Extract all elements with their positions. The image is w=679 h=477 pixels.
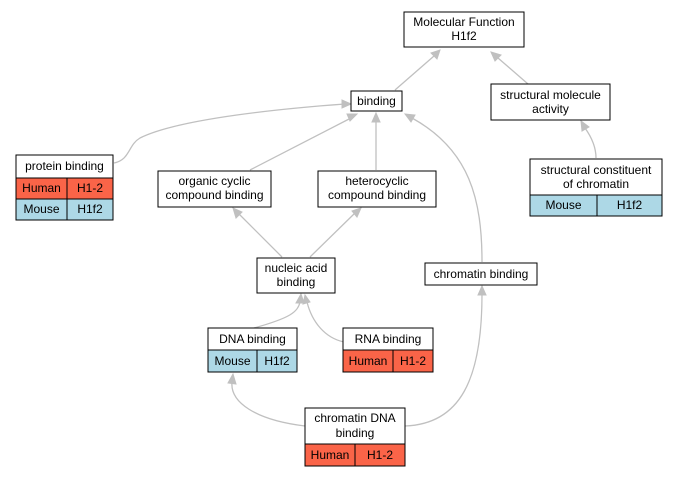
edge-chromatin-dna-to-chromatin-binding xyxy=(404,293,483,427)
arrowhead xyxy=(490,51,502,62)
arrowhead xyxy=(580,119,590,132)
arrowhead xyxy=(477,284,487,296)
edge-binding-to-molecular-function xyxy=(394,55,435,91)
arrowhead xyxy=(227,372,237,385)
edge-structural-constituent-to-activity xyxy=(584,127,597,159)
arrowhead xyxy=(351,207,362,218)
gene-label: H1f2 xyxy=(617,198,643,212)
species-label: Mouse xyxy=(214,354,250,368)
species-label: Mouse xyxy=(545,198,581,212)
node-label: DNA binding xyxy=(219,332,286,346)
species-label: Mouse xyxy=(23,202,59,216)
node-label: binding xyxy=(277,275,316,289)
node-label: structural constituent xyxy=(541,163,652,177)
gene-label: H1-2 xyxy=(367,448,393,462)
node-heterocyclic-compound-binding[interactable]: heterocyclic compound binding xyxy=(317,170,437,208)
node-label: protein binding xyxy=(25,159,104,173)
node-label: chromatin binding xyxy=(434,267,529,281)
edge-structural-activity-to-molecular-function xyxy=(497,57,529,85)
node-label: Molecular Function xyxy=(413,15,514,29)
node-rna-binding[interactable]: RNA binding Human H1-2 xyxy=(342,327,434,373)
species-label: Human xyxy=(22,181,61,195)
species-label: Human xyxy=(349,354,388,368)
arrowhead xyxy=(403,113,416,123)
node-label: of chromatin xyxy=(563,177,629,191)
node-label: H1f2 xyxy=(451,29,477,43)
gene-label: H1-2 xyxy=(400,354,426,368)
gene-label: H1f2 xyxy=(77,202,103,216)
edge-protein-binding-to-binding xyxy=(113,103,346,164)
node-dna-binding[interactable]: DNA binding Mouse H1f2 xyxy=(207,327,298,373)
edge-organic-cyclic-to-binding xyxy=(249,117,352,171)
gene-cell-mouse xyxy=(66,198,114,221)
arrowhead xyxy=(346,113,359,122)
arrowhead xyxy=(371,111,381,123)
arrowhead xyxy=(232,207,243,219)
node-label: organic cyclic xyxy=(178,174,250,188)
node-organic-cyclic-compound-binding[interactable]: organic cyclic compound binding xyxy=(157,170,272,208)
gene-label: H1-2 xyxy=(77,181,103,195)
arrowhead xyxy=(430,49,441,60)
node-nucleic-acid-binding[interactable]: nucleic acid binding xyxy=(256,257,336,294)
edges xyxy=(113,49,597,427)
edge-chromatin-binding-to-binding xyxy=(411,117,483,263)
gene-label: H1f2 xyxy=(264,354,290,368)
node-label: RNA binding xyxy=(355,332,422,346)
node-label: chromatin DNA xyxy=(314,411,395,425)
gene-cell-human xyxy=(392,349,434,373)
node-label: heterocyclic xyxy=(345,174,408,188)
node-label: binding xyxy=(336,426,375,440)
edge-dna-binding-to-nucleic-acid xyxy=(253,301,301,329)
node-protein-binding[interactable]: protein binding Human H1-2 Mouse H1f2 xyxy=(15,154,114,221)
edge-nucleic-acid-to-organic-cyclic xyxy=(237,212,283,258)
node-label: compound binding xyxy=(165,188,263,202)
node-label: nucleic acid xyxy=(265,261,328,275)
node-molecular-function[interactable]: Molecular Function H1f2 xyxy=(403,11,525,48)
node-structural-constituent-of-chromatin[interactable]: structural constituent of chromatin Mous… xyxy=(529,158,663,217)
node-binding[interactable]: binding xyxy=(350,90,403,112)
node-label: structural molecule xyxy=(500,88,601,102)
node-label: compound binding xyxy=(328,188,426,202)
arrowhead xyxy=(341,99,353,109)
node-label: activity xyxy=(532,102,569,116)
arrowhead xyxy=(302,293,311,305)
node-label: binding xyxy=(357,94,396,108)
node-structural-molecule-activity[interactable]: structural molecule activity xyxy=(490,83,611,121)
edge-rna-binding-to-nucleic-acid xyxy=(306,301,345,343)
edge-nucleic-acid-to-heterocyclic xyxy=(309,212,356,258)
species-label: Human xyxy=(311,448,350,462)
gene-cell-mouse xyxy=(256,349,298,373)
arrowhead xyxy=(295,292,305,304)
node-chromatin-dna-binding[interactable]: chromatin DNA binding Human H1-2 xyxy=(304,407,406,467)
gene-cell-human xyxy=(354,443,406,467)
gene-cell-mouse xyxy=(596,194,663,217)
node-chromatin-binding[interactable]: chromatin binding xyxy=(424,262,538,286)
edge-chromatin-dna-to-dna-binding xyxy=(231,381,306,427)
